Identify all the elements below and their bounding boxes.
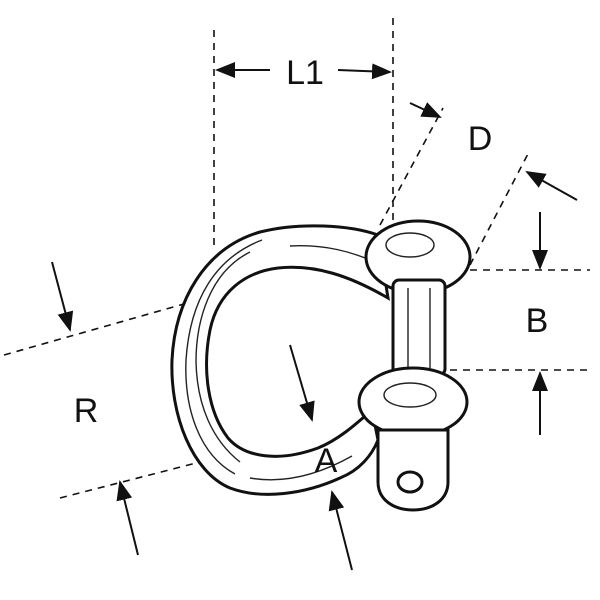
shackle-bow — [170, 224, 390, 496]
label-l1: L1 — [286, 54, 324, 92]
pin-shaft — [391, 278, 447, 377]
d-right-extension — [469, 149, 531, 266]
r-bottom-extension — [59, 461, 201, 499]
bow-shade-bottom — [249, 455, 353, 481]
r-top-extension — [3, 297, 206, 356]
dimension-arrows — [51, 62, 578, 571]
pin-upper-highlight — [385, 232, 435, 258]
label-r: R — [74, 392, 99, 430]
r-arrow-bottom — [116, 480, 139, 556]
a-arrow-top — [289, 344, 315, 422]
pin-lower-highlight — [383, 382, 437, 408]
bow-shade-mid — [195, 251, 251, 463]
d-arrow-right — [525, 171, 578, 201]
r-arrow-top — [51, 261, 74, 332]
label-a: A — [315, 442, 338, 480]
pin-lower-collar — [357, 366, 469, 438]
shackle-pin — [357, 219, 472, 512]
label-d: D — [468, 120, 493, 158]
l1-arrow-right — [337, 63, 392, 80]
d-left-extension — [379, 107, 444, 226]
pin-head — [376, 428, 450, 512]
bow-shade-outer — [185, 239, 263, 475]
dimension-labels: L1 D B R A — [74, 54, 549, 480]
extension-lines — [3, 18, 590, 499]
bow-outline — [170, 224, 390, 496]
a-arrow-bottom — [328, 490, 353, 571]
pin-head-hole — [396, 470, 424, 494]
d-arrow-left — [409, 102, 442, 118]
label-b: B — [526, 302, 549, 340]
